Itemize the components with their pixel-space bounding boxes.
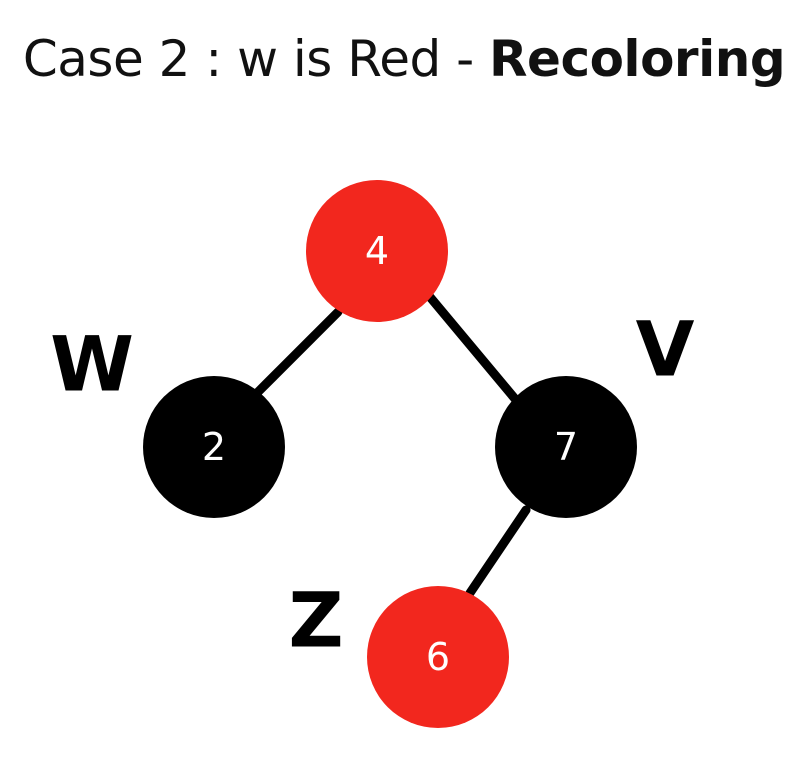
tree-node-right: 7 <box>495 376 637 518</box>
node-circle-left <box>143 376 285 518</box>
tree-node-left: 2 <box>143 376 285 518</box>
node-value-right: 7 <box>554 425 578 469</box>
node-circle-root <box>306 180 448 322</box>
node-circle-right <box>495 376 637 518</box>
tree-node-right-left: 6 <box>367 586 509 728</box>
title-prefix: Case 2 : w is Red - <box>22 30 490 88</box>
title-emphasis: Recoloring <box>489 30 786 88</box>
edge-root-right <box>425 292 521 405</box>
node-value-right-left: 6 <box>426 635 450 679</box>
label-z: Z <box>288 576 343 665</box>
label-v: V <box>636 305 695 394</box>
edge-root-left <box>253 307 343 397</box>
node-circle-right-left <box>367 586 509 728</box>
diagram-title: Case 2 : w is Red - Recoloring <box>0 30 808 88</box>
tree-node-root: 4 <box>306 180 448 322</box>
label-w: W <box>50 320 134 409</box>
node-value-left: 2 <box>202 425 226 469</box>
edge-right-rightleft <box>465 505 531 598</box>
node-value-root: 4 <box>365 229 389 273</box>
